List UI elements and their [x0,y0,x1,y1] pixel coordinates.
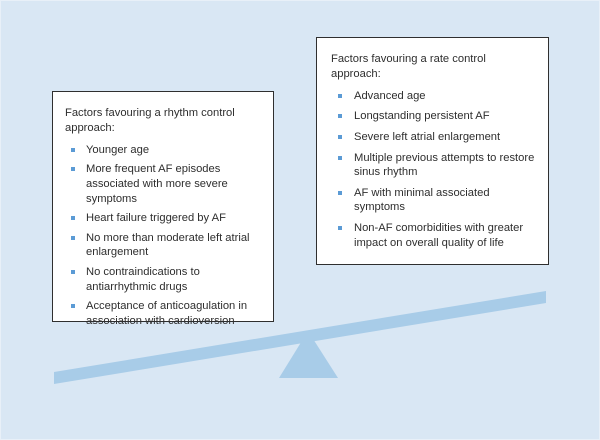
list-item: Younger age [65,143,263,158]
bullet-square-icon [71,235,75,240]
list-item: No contraindications to antiarrhythmic d… [65,265,263,294]
list-item: Severe left atrial enlargement [331,130,538,145]
list-item: More frequent AF episodes associated wit… [65,162,263,206]
list-item-label: Advanced age [354,89,426,102]
bullet-square-icon [338,93,342,98]
list-item-label: More frequent AF episodes associated wit… [86,163,228,205]
list-item-label: Non-AF comorbidities with greater impact… [354,221,524,249]
list-item: Acceptance of anticoagulation in associa… [65,299,263,328]
rhythm-control-title: Factors favouring a rhythm control appro… [65,107,235,135]
list-item-label: Severe left atrial enlargement [354,131,501,143]
list-item-label: Longstanding persistent AF [354,110,490,123]
rhythm-control-factor-list: Younger age More frequent AF episodes as… [65,143,263,329]
rate-control-factors-box: Factors favouring a rate control approac… [316,37,549,265]
bullet-square-icon [71,167,75,172]
list-item-label: Younger age [86,143,150,156]
bullet-square-icon [338,135,342,139]
bullet-square-icon [338,114,342,119]
list-item: Longstanding persistent AF [331,109,538,124]
list-item-label: Heart failure triggered by AF [86,212,226,225]
bullet-square-icon [338,190,342,195]
bullet-square-icon [71,304,75,309]
rhythm-control-factors-box: Factors favouring a rhythm control appro… [52,91,274,327]
bullet-square-icon [71,147,75,152]
seesaw-fulcrum-triangle [279,331,338,378]
seesaw-beam [54,291,546,384]
bullet-square-icon [338,155,342,160]
list-item: Heart failure triggered by AF [65,211,263,226]
rate-control-title: Factors favouring a rate control approac… [331,53,486,81]
list-item-label: Acceptance of anticoagulation in associa… [86,300,248,327]
list-item: Non-AF comorbidities with greater impact… [331,221,538,250]
list-item-label: No contraindications to antiarrhythmic d… [86,265,200,293]
list-item-label: Multiple previous attempts to restore si… [354,151,535,179]
list-item: Multiple previous attempts to restore si… [331,151,538,180]
bullet-square-icon [71,269,75,274]
list-item-label: No more than moderate left atrial enlarg… [86,231,250,259]
list-item: No more than moderate left atrial enlarg… [65,231,263,260]
bullet-square-icon [338,225,342,230]
list-item-label: AF with minimal associated symptoms [354,186,490,214]
list-item: Advanced age [331,89,538,104]
list-item: AF with minimal associated symptoms [331,186,538,215]
bullet-square-icon [71,216,75,221]
rate-control-factor-list: Advanced age Longstanding persistent AF … [331,89,538,250]
